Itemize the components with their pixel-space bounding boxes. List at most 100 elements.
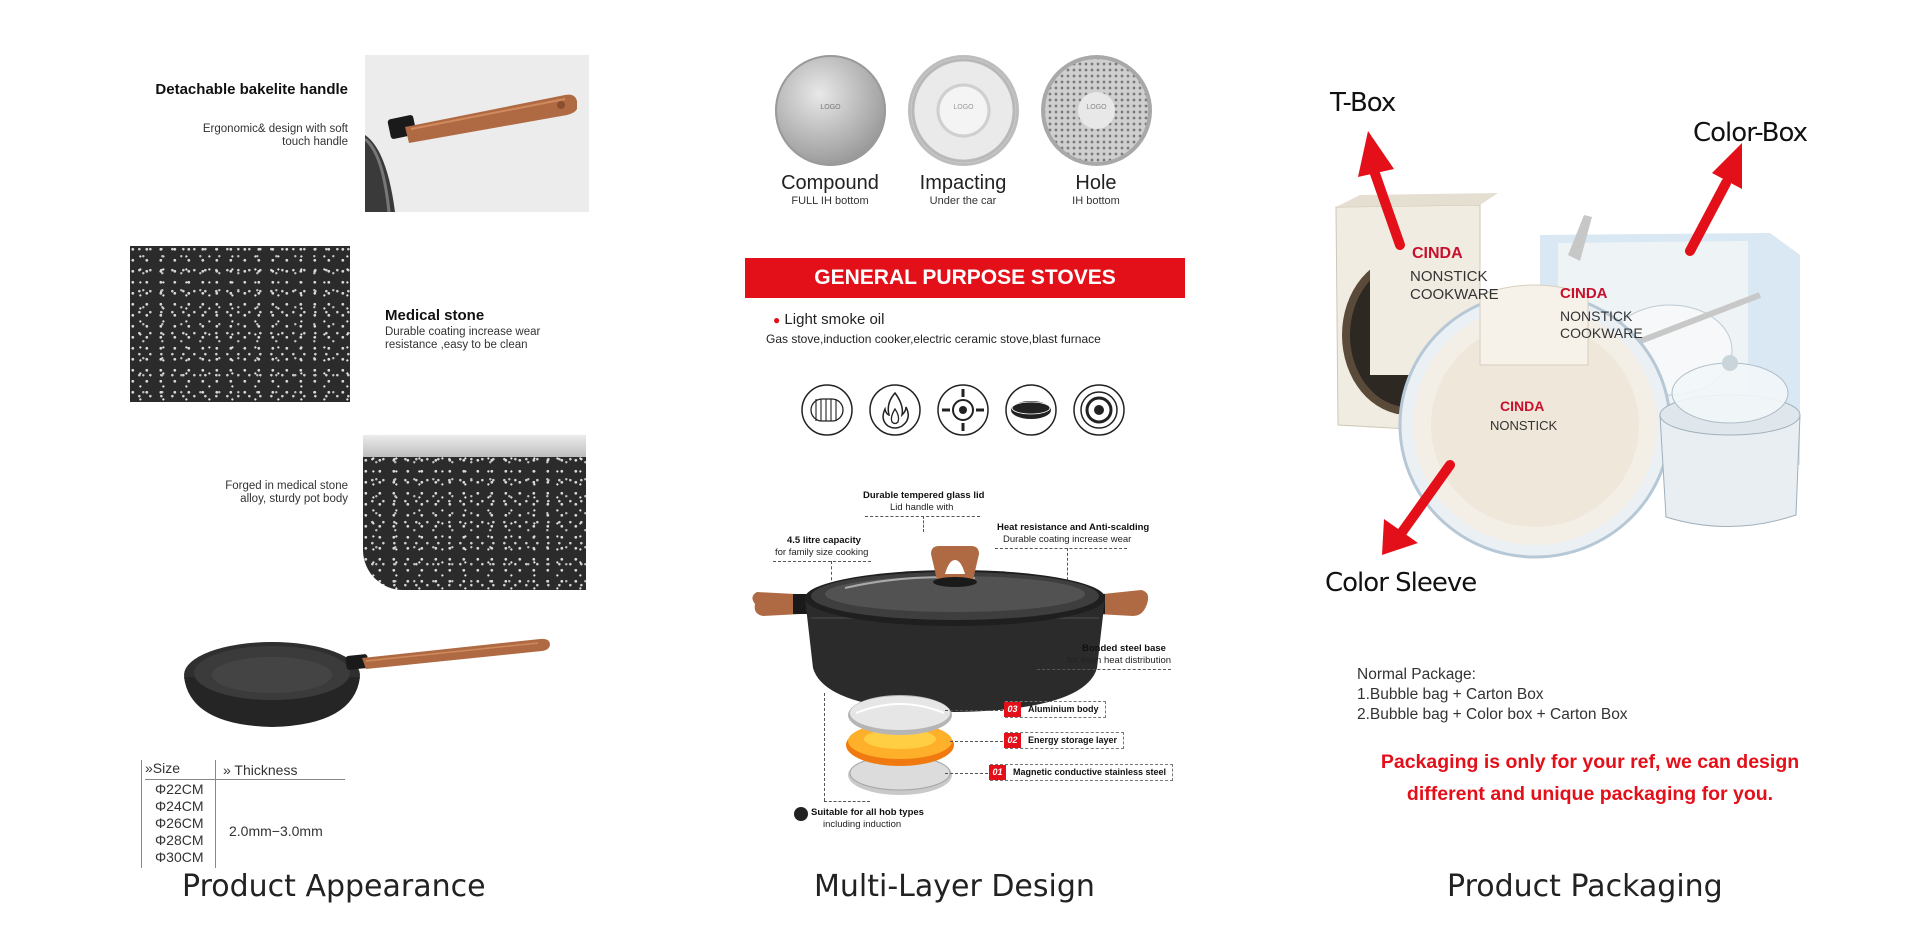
gas-burner-icon xyxy=(937,384,989,436)
layer-discs-image xyxy=(846,695,954,795)
table-border-left xyxy=(141,760,142,868)
hob-dot-icon xyxy=(794,807,808,821)
disc-logo-text: LOGO xyxy=(953,104,974,111)
disc-name: Hole xyxy=(1075,172,1117,194)
packaging-photo xyxy=(1335,131,1801,559)
layer-label: Energy storage layer xyxy=(1028,735,1118,745)
sleeve-product-text: NONSTICK xyxy=(1490,418,1558,433)
layer-number: 01 xyxy=(989,765,1006,780)
section-label-appearance: Product Appearance xyxy=(182,869,486,904)
size-item: Φ28CM xyxy=(155,832,204,848)
disc-hole: LOGO Hole IH bottom xyxy=(1036,55,1156,207)
disc-hole-image: LOGO xyxy=(1041,55,1152,166)
colorbox-line: COOKWARE xyxy=(1560,325,1643,341)
feature-desc-handle: Ergonomic& design with soft touch handle xyxy=(202,123,348,148)
general-purpose-stoves-banner: GENERAL PURPOSE STOVES xyxy=(745,258,1185,298)
layer-number: 03 xyxy=(1004,702,1021,717)
sleeve-brand-logo: CINDA xyxy=(1500,398,1545,414)
disc-subtitle: FULL IH bottom xyxy=(791,195,869,207)
callout-lid-title: Durable tempered glass lid xyxy=(863,490,985,501)
callout-capacity-line xyxy=(773,561,871,562)
label-color-sleeve: Color Sleeve xyxy=(1325,568,1477,598)
size-table: »Size » Thickness Φ22CM Φ24CM Φ26CM Φ28C… xyxy=(141,760,345,868)
callout-heat-leader xyxy=(1067,548,1068,590)
layer-tag-magnetic: 01 Magnetic conductive stainless steel xyxy=(989,764,1174,781)
tbox-product-text: NONSTICK COOKWARE xyxy=(1410,268,1499,304)
packaging-note: Packaging is only for your ref, we can d… xyxy=(1340,746,1840,810)
callout-hob-desc: including induction xyxy=(823,819,902,830)
frying-pan-photo xyxy=(180,625,560,735)
disc-subtitle: IH bottom xyxy=(1072,195,1120,207)
disc-impacting: LOGO Impacting Under the car xyxy=(903,55,1023,207)
layer-bracket-line xyxy=(824,693,825,801)
hob-ring-icon xyxy=(1073,384,1125,436)
colorbox-line: NONSTICK xyxy=(1560,308,1633,324)
tbox-brand-logo: CINDA xyxy=(1412,245,1463,262)
bullet-dot-icon: ● xyxy=(773,313,781,327)
callout-base-desc: for even heat distribution xyxy=(1067,655,1172,666)
layer-tag-energy: 02 Energy storage layer xyxy=(1004,732,1125,749)
pot-body-edge-photo xyxy=(363,435,586,590)
bullet-light-smoke-oil: ● Light smoke oil xyxy=(773,311,884,328)
table-divider-vertical xyxy=(215,760,216,868)
callout-base-line xyxy=(1037,669,1171,670)
normal-package-line: 2.Bubble bag + Color box + Carton Box xyxy=(1357,706,1628,723)
handle-closeup-photo xyxy=(365,55,589,212)
size-list: Φ22CM Φ24CM Φ26CM Φ28CM Φ30CM xyxy=(155,781,204,866)
callout-lid-desc: Lid handle with xyxy=(890,502,954,513)
size-header: »Size xyxy=(145,760,181,776)
bullet-text: Light smoke oil xyxy=(784,311,885,328)
label-t-box: T-Box xyxy=(1330,88,1396,118)
normal-package-line: 1.Bubble bag + Carton Box xyxy=(1357,686,1544,703)
callout-base-title: Bonded steel base xyxy=(1082,643,1166,654)
normal-package-block: Normal Package: 1.Bubble bag + Carton Bo… xyxy=(1357,665,1628,725)
callout-hob-title: Suitable for all hob types xyxy=(811,807,924,818)
size-item: Φ26CM xyxy=(155,815,204,831)
disc-impacting-image: LOGO xyxy=(908,55,1019,166)
flame-icon xyxy=(869,384,921,436)
feature-desc-medical-stone: Durable coating increase wear resistance… xyxy=(385,326,541,351)
layer-leader-3 xyxy=(945,710,1003,711)
layer-number: 02 xyxy=(1004,733,1021,748)
section-label-packaging: Product Packaging xyxy=(1447,869,1723,904)
layer-label: Magnetic conductive stainless steel xyxy=(1013,767,1167,777)
layer-bracket-bottom xyxy=(824,801,870,802)
label-color-box: Color-Box xyxy=(1693,118,1808,148)
stove-icons-row xyxy=(800,383,1130,439)
callout-capacity-title: 4.5 litre capacity xyxy=(787,535,861,546)
callout-heat-desc: Durable coating increase wear xyxy=(1003,534,1132,545)
callout-capacity-desc: for family size cooking xyxy=(775,547,869,558)
callout-heat-line xyxy=(995,548,1127,549)
disc-logo-text: LOGO xyxy=(1086,104,1107,111)
colorbox-product-text: NONSTICK COOKWARE xyxy=(1560,308,1643,342)
disc-name: Compound xyxy=(781,172,879,194)
feature-title-medical-stone: Medical stone xyxy=(385,307,485,324)
bottom-types-row: LOGO Compound FULL IH bottom LOGO Impact… xyxy=(770,55,1170,225)
size-item: Φ24CM xyxy=(155,798,204,814)
callout-capacity-leader xyxy=(831,561,832,591)
disc-compound-image: LOGO xyxy=(775,55,886,166)
callout-lid-leader xyxy=(923,516,924,532)
layer-leader-2 xyxy=(950,741,1003,742)
thickness-value: 2.0mm−3.0mm xyxy=(229,823,323,839)
casserole-pot-image xyxy=(752,546,1149,712)
normal-package-title: Normal Package: xyxy=(1357,666,1476,683)
colorbox-brand-logo: CINDA xyxy=(1560,285,1608,302)
packaging-note-line: Packaging is only for your ref, we can d… xyxy=(1380,751,1800,773)
disc-logo-text: LOGO xyxy=(820,104,841,111)
disc-name: Impacting xyxy=(919,172,1007,194)
disc-compound: LOGO Compound FULL IH bottom xyxy=(770,55,890,207)
ceramic-plate-icon xyxy=(1005,384,1057,436)
callout-heat-title: Heat resistance and Anti-scalding xyxy=(997,522,1150,533)
tbox-line: NONSTICK xyxy=(1410,268,1488,285)
layer-tag-aluminium: 03 Aluminium body xyxy=(1004,701,1106,718)
induction-coil-icon xyxy=(801,384,853,436)
layer-label: Aluminium body xyxy=(1028,704,1099,714)
thickness-header: » Thickness xyxy=(223,762,298,778)
layer-leader-1 xyxy=(945,773,988,774)
callout-lid-line xyxy=(865,516,980,517)
medical-stone-texture-photo xyxy=(130,246,350,402)
disc-subtitle: Under the car xyxy=(929,195,997,207)
packaging-note-line: different and unique packaging for you. xyxy=(1406,783,1774,805)
size-item: Φ22CM xyxy=(155,781,204,797)
